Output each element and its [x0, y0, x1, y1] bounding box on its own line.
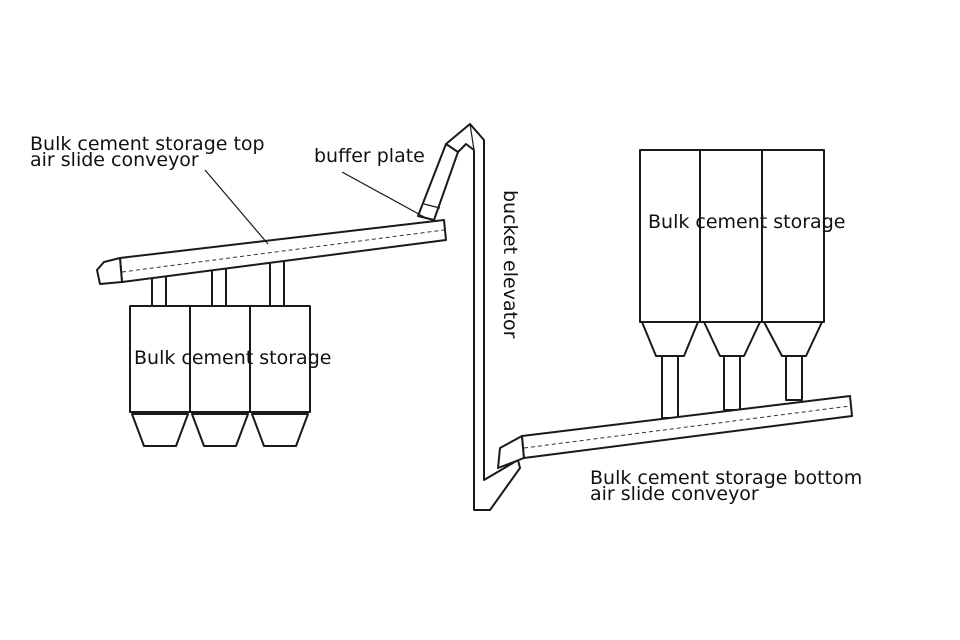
top-conveyor-leader-line — [204, 169, 269, 245]
elevator-casing — [445, 123, 521, 511]
left-storage-silos — [129, 305, 311, 447]
right-pipe-1 — [661, 355, 679, 419]
right-pipe-2 — [723, 355, 741, 411]
elevator-boot — [497, 435, 525, 469]
top-conveyor-label-line1: Bulk cement storage top — [30, 133, 265, 155]
left-storage-body — [129, 305, 311, 413]
right-storage-body — [639, 149, 825, 323]
bucket-elevator-label: bucket elevator — [499, 190, 521, 339]
bottom-conveyor-label-line1: Bulk cement storage bottom — [590, 467, 862, 489]
buffer-plate-label: buffer plate — [314, 145, 425, 167]
left-hopper-3 — [251, 413, 309, 447]
right-hopper-2 — [703, 321, 761, 357]
right-storage-silos — [639, 149, 825, 357]
left-hopper-2 — [191, 413, 249, 447]
right-hopper-3 — [763, 321, 823, 357]
top-conveyor-label-line2: air slide conveyor — [30, 149, 199, 171]
right-hopper-1 — [641, 321, 699, 357]
left-feed-pipe-3 — [269, 257, 285, 307]
left-feed-pipe-2 — [211, 265, 227, 307]
top-air-slide-conveyor — [96, 219, 447, 285]
right-pipe-3 — [785, 355, 803, 401]
top-conveyor-end-cap — [96, 257, 123, 285]
right-storage-label: Bulk cement storage — [648, 211, 845, 233]
bottom-air-slide-conveyor — [521, 395, 853, 459]
bucket-elevator — [417, 123, 525, 511]
buffer-plate-leader-line — [341, 171, 427, 219]
bottom-conveyor-label-line2: air slide conveyor — [590, 483, 759, 505]
left-storage-label: Bulk cement storage — [134, 347, 331, 369]
left-hopper-1 — [131, 413, 189, 447]
